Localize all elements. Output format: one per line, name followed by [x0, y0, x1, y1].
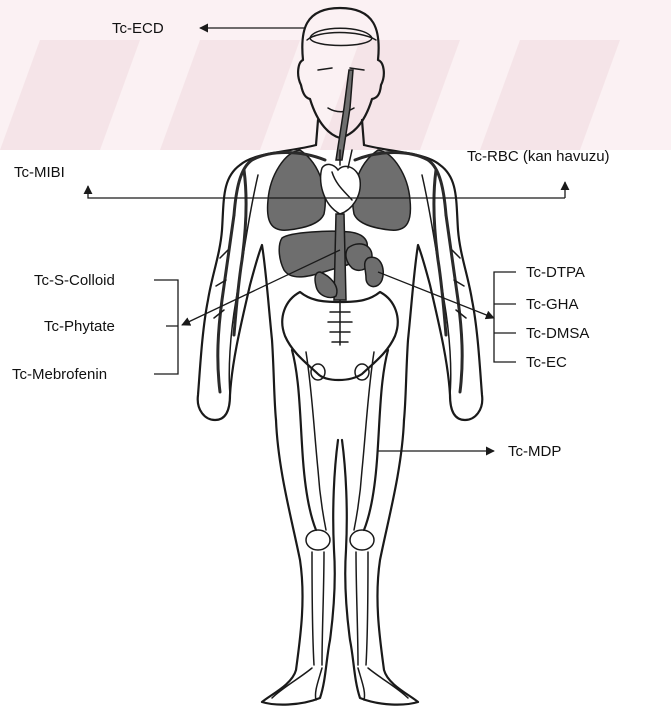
label-mibi: Tc-MIBI — [14, 164, 65, 181]
knee-left — [306, 530, 330, 550]
label-mebrofenin: Tc-Mebrofenin — [12, 366, 107, 383]
label-ecd: Tc-ECD — [112, 20, 164, 37]
label-rbc: Tc-RBC (kan havuzu) — [467, 148, 610, 165]
lung-right — [353, 150, 411, 230]
label-dtpa: Tc-DTPA — [526, 264, 585, 281]
label-s-colloid: Tc-S-Colloid — [34, 272, 115, 289]
label-gha: Tc-GHA — [526, 296, 579, 313]
watermark-shape — [0, 0, 671, 150]
foot-right — [358, 668, 408, 700]
bowel — [315, 272, 337, 298]
obturator-left — [311, 364, 325, 380]
bracket-left — [154, 280, 178, 374]
knee-right — [350, 530, 374, 550]
kidney-right — [365, 257, 384, 286]
skeleton — [272, 292, 408, 700]
label-mdp: Tc-MDP — [508, 443, 561, 460]
lung-left — [268, 150, 326, 230]
foot-left — [272, 668, 322, 700]
label-dmsa: Tc-DMSA — [526, 325, 589, 342]
tibia-left — [312, 552, 324, 665]
label-ec: Tc-EC — [526, 354, 567, 371]
obturator-right — [355, 364, 369, 380]
tibia-right — [356, 552, 368, 665]
label-phytate: Tc-Phytate — [44, 318, 115, 335]
leg-right-outline — [342, 420, 418, 705]
leg-left-outline — [262, 420, 338, 705]
bracket-right — [494, 272, 516, 362]
